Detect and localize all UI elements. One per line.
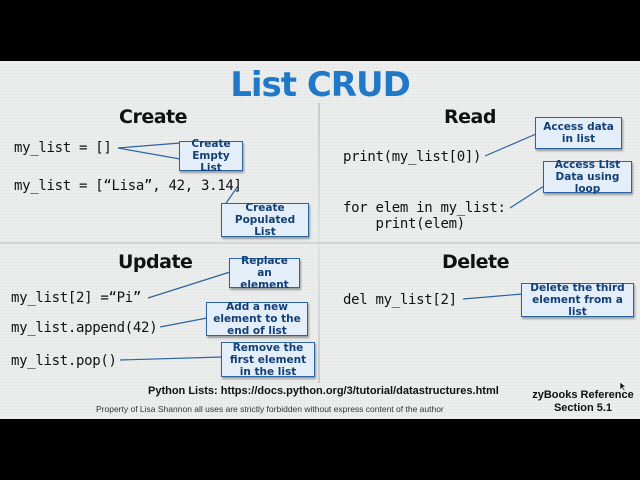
zybooks-reference-line-2: Section 5.1 [553,402,613,414]
copyright-notice: Property of Lisa Shannon all uses are st… [96,404,444,414]
connector-update-pop [119,356,223,361]
update-code-line-2: my_list.append(42) [11,320,158,336]
connector-create-empty [117,142,181,149]
read-code-line-1: print(my_list[0]) [343,149,482,165]
slide: List CRUD Create my_list = [] my_list = … [0,61,640,419]
callout-read-access: Access data in list [535,117,622,149]
create-code-line-1: my_list = [] [14,140,112,156]
python-lists-reference: Python Lists: https://docs.python.org/3/… [148,385,499,397]
connector-update-replace [147,271,231,299]
zybooks-reference: zyBooks Reference Section 5.1 [530,389,636,415]
create-code-line-2: my_list = [“Lisa”, 42, 3.14] [14,178,242,194]
read-code-line-2: for elem in my_list: [343,200,506,216]
callout-read-loop: Access List Data using loop [543,159,632,195]
delete-heading: Delete [442,251,510,273]
update-code-line-1: my_list[2] =“Pi” [11,290,142,306]
read-heading: Read [444,106,496,128]
delete-code-line-1: del my_list[2] [343,292,457,308]
update-heading: Update [118,251,193,273]
read-code-line-3: print(elem) [343,216,466,232]
zybooks-reference-line-1: zyBooks Reference [532,389,634,401]
callout-update-replace: Replace an element [229,255,300,291]
connector-delete [462,293,523,300]
horizontal-divider [0,242,640,244]
mouse-pointer-icon [619,381,627,392]
connector-read-loop [509,185,545,209]
create-heading: Create [119,106,188,128]
update-code-line-3: my_list.pop() [11,353,117,369]
callout-delete: Delete the third element from a list [521,282,634,318]
connector-read-access [484,133,537,157]
slide-title: List CRUD [230,65,411,105]
callout-update-append: Add a new element to the end of list [206,301,308,337]
callout-update-pop: Remove the first element in the list [221,342,315,378]
callout-create-empty: Create Empty List [179,138,243,174]
callout-connectors [117,133,545,361]
connector-create-empty-b [117,147,181,160]
callout-create-populated: Create Populated List [221,202,309,238]
connector-update-append [159,317,208,328]
